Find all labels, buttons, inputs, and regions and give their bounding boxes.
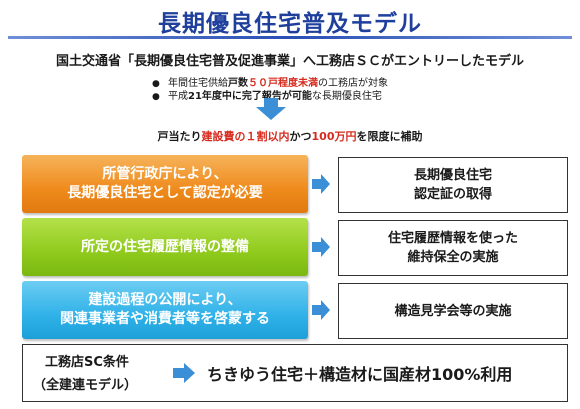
bullet-2-suffix: な長期優良住宅 xyxy=(311,91,382,102)
condition-label: 工務店SC条件 xyxy=(45,355,129,370)
condition-sublabel: （全建連モデル） xyxy=(33,378,138,393)
bullet-icon: ● xyxy=(152,92,160,102)
right-arrow-icon xyxy=(173,363,195,383)
requirement-text: 所管行政庁により、 長期優良住宅として認定が必要 xyxy=(67,166,263,201)
requirement-text: 所定の住宅履歴情報の整備 xyxy=(81,238,249,255)
bullet-2-prefix: 平成 xyxy=(168,91,188,102)
subsidy-suffix: を限度に補助 xyxy=(356,130,423,143)
right-arrow-icon xyxy=(312,174,330,194)
bullet-icon: ● xyxy=(152,79,160,89)
right-arrow-icon xyxy=(312,237,330,257)
requirement-box-disclosure: 建設過程の公開により、 関連事業者や消費者等を啓蒙する xyxy=(22,281,308,339)
result-box-tour: 構造見学会等の実施 xyxy=(338,283,568,339)
subtitle: 国土交通省「長期優良住宅普及促進事業」へ工務店ＳＣがエントリーしたモデル xyxy=(55,54,524,69)
subsidy-note: 戸当たり建設費の１割以内かつ100万円を限度に補助 xyxy=(0,128,580,144)
subsidy-middle: かつ xyxy=(289,130,312,143)
bullet-1-emph: 戸数 xyxy=(228,78,248,89)
result-text: 構造見学会等の実施 xyxy=(394,303,512,319)
result-text: 住宅履歴情報を使った 維持保全の実施 xyxy=(387,231,518,265)
result-box-certificate: 長期優良住宅 認定証の取得 xyxy=(338,157,568,213)
requirement-box-certification: 所管行政庁により、 長期優良住宅として認定が必要 xyxy=(22,155,308,213)
result-text: 長期優良住宅 認定証の取得 xyxy=(413,168,492,202)
right-arrow-icon xyxy=(312,300,330,320)
condition-bullet-1: ● 年間住宅供給戸数５０戸程度未満の工務店が対象 xyxy=(152,74,388,89)
bullet-2-emph: 21年度中に完了報告が可能 xyxy=(188,91,312,102)
bullet-1-suffix: の工務店が対象 xyxy=(318,78,388,89)
bullet-1-prefix: 年間住宅供給 xyxy=(168,78,228,89)
result-box-maintenance: 住宅履歴情報を使った 維持保全の実施 xyxy=(338,220,568,276)
condition-bullet-2: ● 平成21年度中に完了報告が可能な長期優良住宅 xyxy=(152,87,382,102)
condition-text: ちきゆう住宅＋構造材に国産材100%利用 xyxy=(207,365,513,384)
subsidy-highlight: 建設費の１割以内 xyxy=(201,130,290,143)
requirement-text: 建設過程の公開により、 関連事業者や消費者等を啓蒙する xyxy=(60,292,270,327)
bullet-1-highlight: ５０戸程度未満 xyxy=(248,78,318,89)
condition-box: 工務店SC条件 （全建連モデル） ちきゆう住宅＋構造材に国産材100%利用 xyxy=(22,344,568,402)
subsidy-amount: 100万円 xyxy=(311,130,357,143)
requirement-box-history: 所定の住宅履歴情報の整備 xyxy=(22,218,308,276)
page-title: 長期優良住宅普及モデル xyxy=(158,11,422,37)
down-arrow-icon xyxy=(256,98,286,120)
subsidy-prefix: 戸当たり xyxy=(157,130,202,143)
title-divider xyxy=(8,36,572,39)
